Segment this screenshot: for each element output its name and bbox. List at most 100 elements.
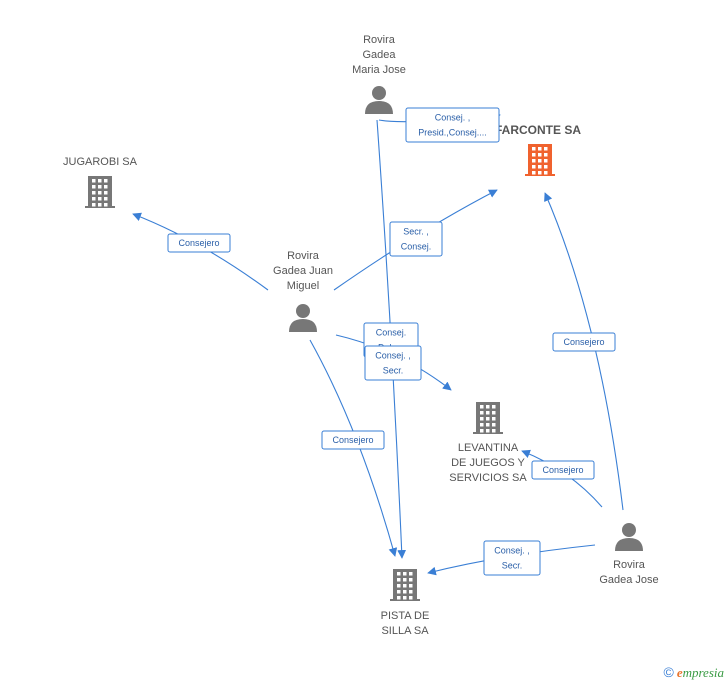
building-window: [104, 179, 108, 183]
building-window: [104, 203, 108, 207]
building-window: [492, 405, 496, 409]
edge-label-jose-to-farconte[interactable]: Consejero: [552, 332, 616, 352]
person-body: [289, 319, 317, 332]
person-icon: [365, 86, 393, 114]
person-head: [622, 523, 636, 537]
edge-label-mariajose-to-farconte[interactable]: Consej. , Presid.,Consej....: [405, 107, 500, 143]
person-body: [365, 101, 393, 114]
building-window: [544, 171, 548, 175]
person-icon: [615, 523, 643, 551]
building-window: [409, 596, 413, 600]
building-window: [544, 147, 548, 151]
building-icon: [525, 144, 555, 176]
building-window: [92, 197, 96, 201]
edge-label-box: [389, 221, 443, 257]
node-label: Rovira: [363, 34, 396, 46]
building-window: [486, 411, 490, 415]
person-head: [372, 86, 386, 100]
building-window: [397, 584, 401, 588]
edge-label-box: [321, 430, 385, 450]
building-window: [538, 147, 542, 151]
edge-label-text: Consejero: [563, 337, 604, 347]
edge-label-text: Consej. ,: [494, 546, 530, 556]
node-jugarobi[interactable]: JUGAROBI SA: [63, 156, 138, 208]
building-icon: [390, 569, 420, 601]
building-window: [538, 171, 542, 175]
building-window: [403, 584, 407, 588]
building-icon: [85, 176, 115, 208]
building-icon: [473, 402, 503, 434]
person-icon: [289, 304, 317, 332]
building-window: [409, 584, 413, 588]
building-window: [98, 197, 102, 201]
brand-logo: empresia: [676, 665, 724, 680]
node-label: Gadea: [362, 49, 396, 61]
edge-label-box: [552, 332, 616, 352]
building-window: [538, 165, 542, 169]
building-window: [397, 590, 401, 594]
building-window: [486, 429, 490, 433]
building-window: [480, 405, 484, 409]
edge-label-box: [405, 107, 500, 143]
edge-label-jose-to-pista[interactable]: Consej. , Secr.: [483, 540, 541, 576]
person-head: [296, 304, 310, 318]
edge-label-jose-to-levantina[interactable]: Consejero: [531, 460, 595, 480]
node-label: Gadea Jose: [599, 574, 658, 586]
edge-label-text: Consejero: [542, 465, 583, 475]
building-window: [486, 417, 490, 421]
building-window: [403, 596, 407, 600]
edge-label-text: Consejero: [332, 435, 373, 445]
building-window: [532, 171, 536, 175]
edge-label-box: [531, 460, 595, 480]
node-farconte[interactable]: FARCONTE SA: [495, 123, 581, 176]
edge-label-text: Presid.,Consej....: [418, 128, 487, 138]
building-window: [98, 203, 102, 207]
building-window: [492, 417, 496, 421]
building-window: [532, 165, 536, 169]
node-label: PISTA DE: [381, 610, 430, 622]
building-window: [92, 203, 96, 207]
building-window: [532, 153, 536, 157]
edge-label-text: Secr. ,: [403, 227, 429, 237]
node-label: Maria Jose: [352, 64, 406, 76]
building-window: [480, 423, 484, 427]
building-window: [480, 417, 484, 421]
building-window: [92, 179, 96, 183]
person-body: [615, 538, 643, 551]
building-window: [544, 153, 548, 157]
building-window: [397, 572, 401, 576]
edge-label-text: Consej.: [376, 328, 407, 338]
building-window: [492, 423, 496, 427]
node-label: JUGAROBI SA: [63, 156, 138, 168]
building-window: [538, 159, 542, 163]
edge-label-juanmiguel-to-jugarobi[interactable]: Consejero: [167, 233, 231, 253]
edge-label-juanmiguel-to-farconte[interactable]: Secr. ,Consej.: [389, 221, 443, 257]
edge-label-text: Consejero: [178, 238, 219, 248]
building-window: [104, 185, 108, 189]
building-window: [480, 429, 484, 433]
node-label: LEVANTINA: [458, 442, 519, 454]
building-window: [104, 197, 108, 201]
building-window: [92, 185, 96, 189]
building-base: [85, 206, 115, 208]
node-label: Miguel: [287, 280, 319, 292]
building-window: [92, 191, 96, 195]
edge-label-juanmiguel-to-pista[interactable]: Consejero: [321, 430, 385, 450]
building-base: [525, 174, 555, 176]
building-window: [403, 572, 407, 576]
building-window: [492, 411, 496, 415]
copyright-icon: ©: [663, 664, 674, 680]
building-window: [98, 185, 102, 189]
building-window: [403, 590, 407, 594]
edge-label-juanmiguel-to-levantina[interactable]: Consej. ,Secr.: [364, 345, 422, 381]
edge-label-text: Secr.: [502, 561, 523, 571]
node-label: FARCONTE SA: [495, 123, 581, 137]
building-window: [480, 411, 484, 415]
edge-label-text: Consej. ,: [435, 113, 471, 123]
